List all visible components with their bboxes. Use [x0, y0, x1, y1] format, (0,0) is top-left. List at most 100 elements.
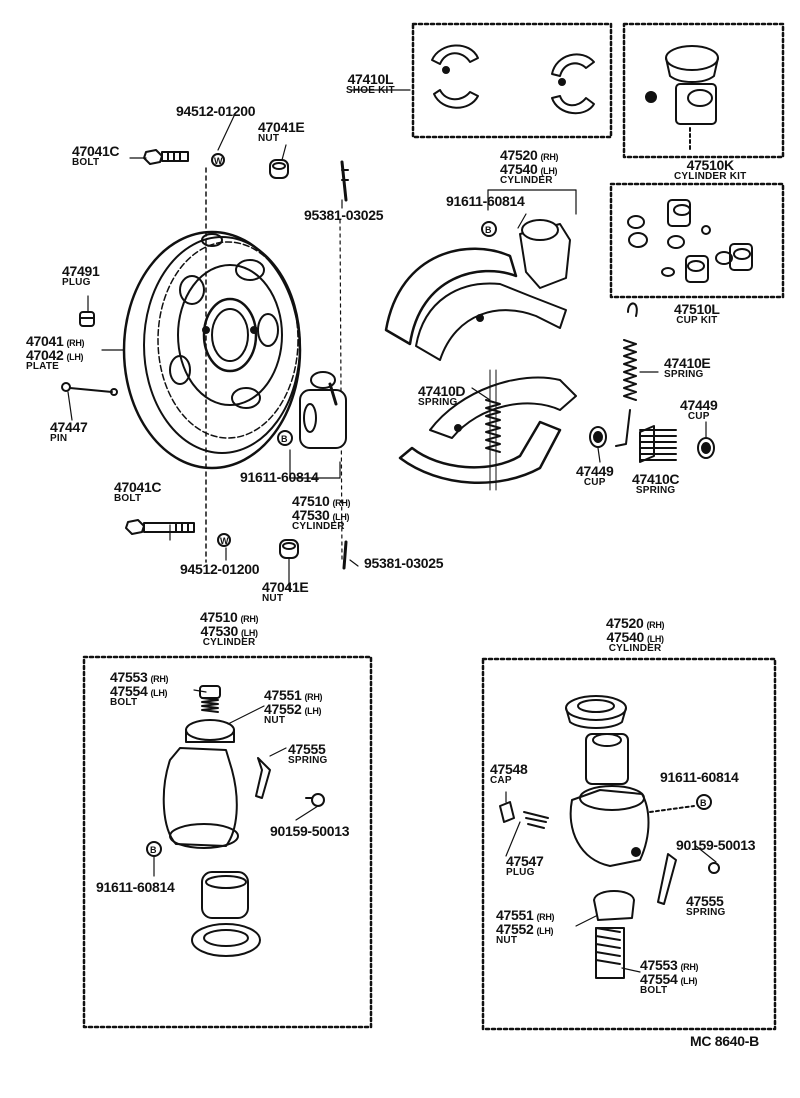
- front-detail-bolt-lh-suffix: (LH): [150, 688, 168, 698]
- front-detail-nut-name: NUT: [264, 715, 286, 726]
- rear-detail-nut-rh-suffix: (RH): [536, 912, 555, 922]
- plate-rh-suffix: (RH): [66, 338, 85, 348]
- cylinder-kit-art: [645, 45, 719, 151]
- top-bolt-label: 47041C BOLT: [72, 143, 120, 168]
- middle-cup-part-number: 47449: [576, 463, 614, 479]
- figure-code: MC 8640-B: [690, 1033, 759, 1049]
- bottom-nut-label: 47041E NUT: [262, 580, 309, 604]
- cup-kit-art: [627, 199, 753, 283]
- front-cylinder-rh-suffix: (RH): [332, 498, 351, 508]
- front-detail-rh-part-number: 47510: [200, 609, 238, 625]
- brake-shoes-art: [384, 247, 577, 484]
- springs-art: [485, 302, 715, 491]
- front-cylinder-lh-suffix: (LH): [332, 512, 350, 522]
- front-detail-nut-rh-suffix: (RH): [304, 692, 323, 702]
- pin-part-number: 47447: [50, 419, 88, 435]
- front-detail-nut-lh-suffix: (LH): [304, 706, 322, 716]
- top-pin-part-number: 95381-03025: [304, 207, 384, 223]
- plug-label: 47491 PLUG: [62, 264, 100, 288]
- front-detail-valve-part-number: 90159-50013: [270, 823, 350, 839]
- front-detail-spring-part-number: 47555: [288, 741, 326, 757]
- front-detail-title: 47510(RH) 47530(LH) CYLINDER: [200, 609, 259, 648]
- cylinder-kit-label: 47510K CYLINDER KIT: [674, 158, 746, 182]
- middle-bleeder-part-number: 91611-60814: [446, 193, 525, 209]
- front-cylinder-detail-art: B: [146, 685, 325, 957]
- shoe-kit-label: 47410L SHOE KIT: [346, 72, 395, 96]
- rear-detail-plug-name: PLUG: [506, 867, 535, 878]
- rear-detail-spring-label: 47555 SPRING: [686, 894, 726, 918]
- spring-e-part-number: 47410E: [664, 355, 711, 371]
- left-bleeder-part-number: 91611-60814: [240, 469, 319, 485]
- rear-detail-bolt-rh-suffix: (RH): [680, 962, 699, 972]
- rear-detail-nut-lh-suffix: (LH): [536, 926, 554, 936]
- rear-detail-bolt-label: 47553(RH) 47554(LH) BOLT: [640, 957, 699, 996]
- top-nut-label: 47041E NUT: [258, 119, 305, 144]
- rear-detail-nut-lh-part-number: 47552: [496, 921, 534, 937]
- front-detail-lh-suffix: (LH): [240, 628, 258, 638]
- plate-lh-suffix: (LH): [66, 352, 84, 362]
- top-nut-part-number: 47041E: [258, 119, 305, 135]
- front-detail-nut-label: 47551(RH) 47552(LH) NUT: [264, 687, 323, 726]
- leader-lines: [67, 89, 717, 973]
- spring-e-label: 47410E SPRING: [664, 355, 711, 380]
- bottom-bolt-label: 47041C BOLT: [114, 480, 162, 504]
- middle-cup-label: 47449 CUP: [576, 463, 614, 488]
- pin-label: 47447 PIN: [50, 419, 88, 444]
- rear-cylinder-rh-part-number: 47520: [500, 147, 538, 163]
- front-cylinder-art: B: [277, 371, 347, 449]
- spring-e-name: SPRING: [664, 369, 704, 380]
- rear-detail-bolt-name: BOLT: [640, 985, 668, 996]
- rear-cylinder-rh-suffix: (RH): [540, 152, 559, 162]
- pin-name: PIN: [50, 433, 68, 444]
- rear-detail-lh-part-number: 47540: [606, 629, 645, 645]
- front-detail-nut-rh-part-number: 47551: [264, 687, 302, 703]
- spring-d-label: 47410D SPRING: [418, 383, 466, 408]
- rear-detail-plug-part-number: 47547: [506, 853, 544, 869]
- front-detail-nut-lh-part-number: 47552: [264, 701, 302, 717]
- rear-detail-spring-part-number: 47555: [686, 893, 724, 909]
- left-small-parts-art: [61, 311, 118, 396]
- cup-kit-name: CUP KIT: [676, 315, 718, 326]
- bottom-washer-part-number: 94512-01200: [180, 561, 260, 577]
- rear-detail-nut-label: 47551(RH) 47552(LH) NUT: [496, 908, 555, 946]
- shoe-kit-box: [411, 22, 613, 139]
- cup-kit-box: [609, 182, 785, 299]
- rear-detail-rh-part-number: 47520: [606, 615, 644, 631]
- bottom-pin-part-number: 95381-03025: [364, 555, 444, 571]
- svg-text:W: W: [220, 536, 229, 546]
- rear-detail-title: 47520(RH) 47540(LH) CYLINDER: [606, 615, 665, 654]
- rear-detail-rh-suffix: (RH): [646, 620, 665, 630]
- rear-cylinder-lh-part-number: 47540: [500, 161, 538, 177]
- rear-detail-bolt-lh-suffix: (LH): [680, 976, 698, 986]
- front-detail-bolt-lh-part-number: 47554: [110, 683, 148, 699]
- svg-text:B: B: [281, 434, 288, 444]
- top-bolt-part-number: 47041C: [72, 143, 120, 159]
- shoe-kit-name: SHOE KIT: [346, 85, 395, 96]
- rear-detail-bleeder-part-number: 91611-60814: [660, 769, 739, 785]
- front-cylinder-name: CYLINDER: [292, 521, 345, 532]
- top-nut-name: NUT: [258, 133, 280, 144]
- front-cylinder-rh-part-number: 47510: [292, 493, 330, 509]
- rear-detail-bolt-rh-part-number: 47553: [640, 957, 678, 973]
- rear-cylinder-label: 47520(RH) 47540(LH) CYLINDER: [500, 147, 559, 186]
- rear-cylinder-detail-art: B: [499, 695, 720, 979]
- front-detail-rh-suffix: (RH): [240, 614, 259, 624]
- shoe-kit-shoes: [431, 44, 595, 114]
- plug-name: PLUG: [62, 277, 91, 288]
- spring-d-name: SPRING: [418, 397, 458, 408]
- spring-d-part-number: 47410D: [418, 383, 466, 399]
- svg-text:B: B: [150, 845, 157, 855]
- front-detail-bolt-label: 47553(RH) 47554(LH) BOLT: [110, 670, 169, 708]
- rear-detail-plug-label: 47547 PLUG: [506, 853, 544, 878]
- right-cup-name: CUP: [687, 411, 710, 422]
- bottom-nut-name: NUT: [262, 593, 284, 604]
- front-detail-spring-label: 47555 SPRING: [288, 742, 328, 766]
- top-hardware-art: W: [143, 149, 349, 202]
- rear-detail-bolt-lh-part-number: 47554: [640, 971, 678, 987]
- plate-lh-part-number: 47042: [26, 347, 64, 363]
- svg-text:B: B: [485, 225, 492, 235]
- front-detail-spring-name: SPRING: [288, 755, 328, 766]
- rear-detail-lh-suffix: (LH): [646, 634, 664, 644]
